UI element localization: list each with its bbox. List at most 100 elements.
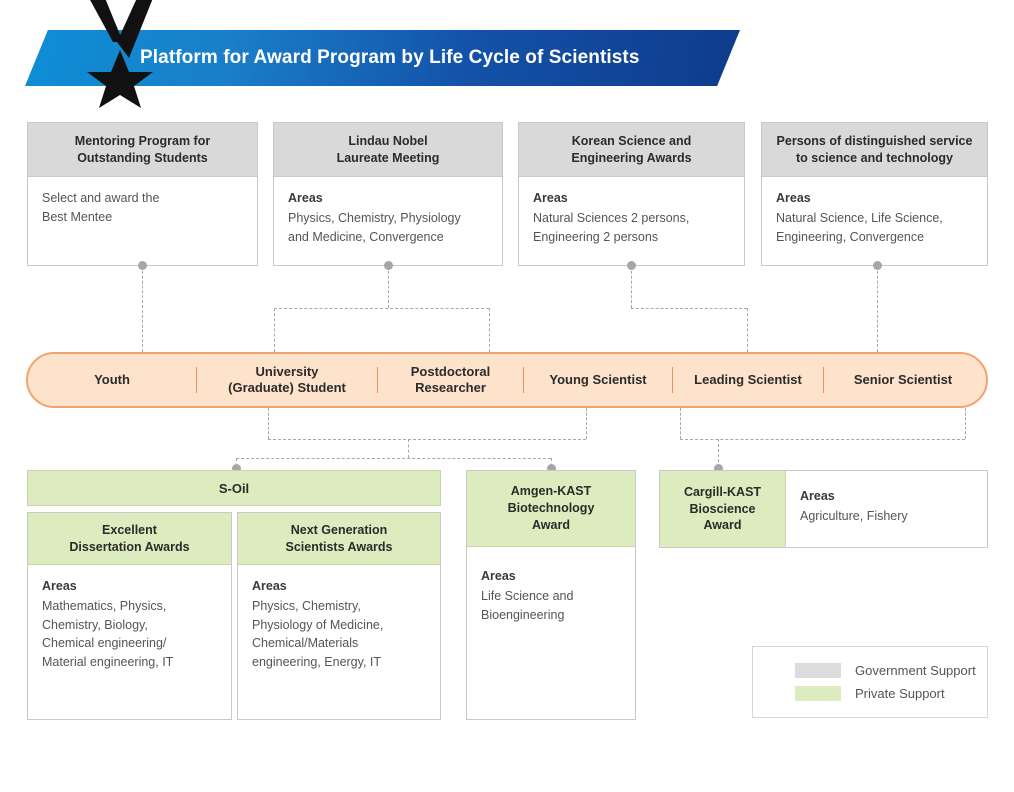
connector-line [489, 308, 490, 352]
areas-label: Areas [533, 191, 568, 205]
medal-star-icon [87, 0, 153, 108]
stage-postdoctoral-researcher[interactable]: Postdoctoral Researcher [378, 363, 523, 397]
stage-label: Senior Scientist [853, 371, 953, 387]
program-card-mentoring[interactable]: Mentoring Program for Outstanding Studen… [27, 122, 258, 266]
areas-line1: Natural Science, Life Science, [776, 210, 943, 225]
stage-divider [377, 367, 378, 393]
legend-label: Private Support [855, 686, 945, 701]
legend-label: Government Support [855, 663, 976, 678]
card-body: Areas Agriculture, Fishery [786, 471, 987, 547]
card-body: Areas Natural Sciences 2 persons, Engine… [519, 177, 744, 258]
stage-label: Youth [94, 371, 130, 387]
connector-line [631, 308, 747, 309]
card-title-line1: Persons of distinguished service [776, 133, 973, 148]
stage-senior-scientist[interactable]: Senior Scientist [824, 363, 982, 397]
connector-dot [627, 261, 636, 270]
areas-label: Areas [42, 579, 77, 593]
stage-label-line2: Researcher [415, 380, 486, 395]
stage-label-line1: Postdoctoral [410, 363, 491, 379]
legend-swatch-government [795, 663, 841, 678]
connector-dot [714, 464, 723, 473]
header-banner: Platform for Award Program by Life Cycle… [25, 0, 740, 108]
connector-line [631, 266, 632, 308]
card-title-line2: Laureate Meeting [336, 150, 440, 165]
areas-line1: Physics, Chemistry, Physiology [288, 210, 461, 225]
areas-line1: Mathematics, Physics, [42, 598, 167, 613]
connector-line [142, 266, 143, 352]
card-text-line1: Select and award the [42, 191, 160, 205]
connector-dot [873, 261, 882, 270]
program-card-soil[interactable]: S-Oil [27, 470, 441, 506]
areas-line2: Chemistry, Biology, [42, 617, 148, 632]
card-title-line1: Next Generation [290, 522, 388, 537]
program-card-korean-science[interactable]: Korean Science and Engineering Awards Ar… [518, 122, 745, 266]
card-title-line2: Biotechnology [507, 501, 595, 516]
program-card-lindau[interactable]: Lindau Nobel Laureate Meeting Areas Phys… [273, 122, 503, 266]
card-title-line2: Bioscience [689, 501, 756, 516]
program-card-amgen-kast[interactable]: Amgen-KAST Biotechnology Award Areas Lif… [466, 470, 636, 720]
card-title-line3: Award [703, 518, 742, 533]
stage-leading-scientist[interactable]: Leading Scientist [673, 363, 823, 397]
card-title-line2: to science and technology [796, 150, 953, 165]
card-body: Select and award the Best Mentee [28, 177, 257, 239]
connector-dot [138, 261, 147, 270]
card-header: Excellent Dissertation Awards [28, 513, 231, 565]
program-card-distinguished-service[interactable]: Persons of distinguished service to scie… [761, 122, 988, 266]
stage-label-line2: (Graduate) Student [228, 380, 346, 395]
stage-divider [196, 367, 197, 393]
legend-item-private: Private Support [795, 686, 987, 701]
card-title-line2: Engineering Awards [571, 150, 692, 165]
stage-youth[interactable]: Youth [28, 363, 196, 397]
areas-line3: Chemical/Materials [252, 636, 359, 651]
program-card-cargill-kast[interactable]: Cargill-KAST Bioscience Award Areas Agri… [659, 470, 988, 548]
connector-line [268, 439, 586, 440]
areas-line1: Natural Sciences 2 persons, [533, 210, 690, 225]
connector-line [268, 408, 269, 439]
card-header: Cargill-KAST Bioscience Award [660, 471, 786, 547]
card-title-line1: Mentoring Program for [74, 133, 211, 148]
areas-label: Areas [288, 191, 323, 205]
card-title-line1: Korean Science and [571, 133, 692, 148]
soil-title: S-Oil [218, 480, 250, 496]
card-header: Lindau Nobel Laureate Meeting [274, 123, 502, 177]
areas-label: Areas [800, 489, 835, 503]
card-title-line1: Excellent [102, 522, 157, 537]
connector-dot [384, 261, 393, 270]
stage-label: Young Scientist [549, 371, 647, 387]
stage-label-line1: University [255, 363, 319, 379]
stage-divider [523, 367, 524, 393]
card-body: Areas Physics, Chemistry, Physiology of … [238, 565, 440, 684]
connector-line [680, 408, 681, 439]
card-header: Amgen-KAST Biotechnology Award [467, 471, 635, 547]
card-title-line3: Award [532, 517, 570, 532]
areas-line1: Physics, Chemistry, [252, 598, 361, 613]
areas-line1: Agriculture, Fishery [800, 508, 908, 523]
areas-label: Areas [776, 191, 811, 205]
card-body: Areas Natural Science, Life Science, Eng… [762, 177, 987, 258]
card-title-line1: Cargill-KAST [683, 484, 762, 499]
program-card-next-generation-scientists[interactable]: Next Generation Scientists Awards Areas … [237, 512, 441, 720]
areas-label: Areas [252, 579, 287, 593]
stage-young-scientist[interactable]: Young Scientist [524, 363, 672, 397]
connector-line [274, 308, 275, 352]
legend-swatch-private [795, 686, 841, 701]
card-body: Areas Life Science and Bioengineering [467, 547, 635, 636]
program-card-excellent-dissertation[interactable]: Excellent Dissertation Awards Areas Math… [27, 512, 232, 720]
areas-line2: and Medicine, Convergence [288, 229, 444, 244]
connector-line [680, 439, 965, 440]
connector-line [747, 308, 748, 352]
card-title-line2: Dissertation Awards [69, 539, 190, 554]
card-header: Persons of distinguished service to scie… [762, 123, 987, 177]
areas-line2: Physiology of Medicine, [252, 617, 384, 632]
connector-line [236, 458, 551, 459]
areas-line2: Engineering 2 persons [533, 229, 659, 244]
areas-line3: Chemical engineering/ [42, 636, 167, 651]
stage-university-student[interactable]: University (Graduate) Student [197, 363, 377, 397]
life-cycle-bar: Youth University (Graduate) Student Post… [26, 352, 988, 408]
stage-divider [672, 367, 673, 393]
connector-line [274, 308, 489, 309]
connector-line [586, 408, 587, 439]
areas-line1: Life Science and [481, 588, 574, 603]
stage-label: Leading Scientist [694, 371, 802, 387]
